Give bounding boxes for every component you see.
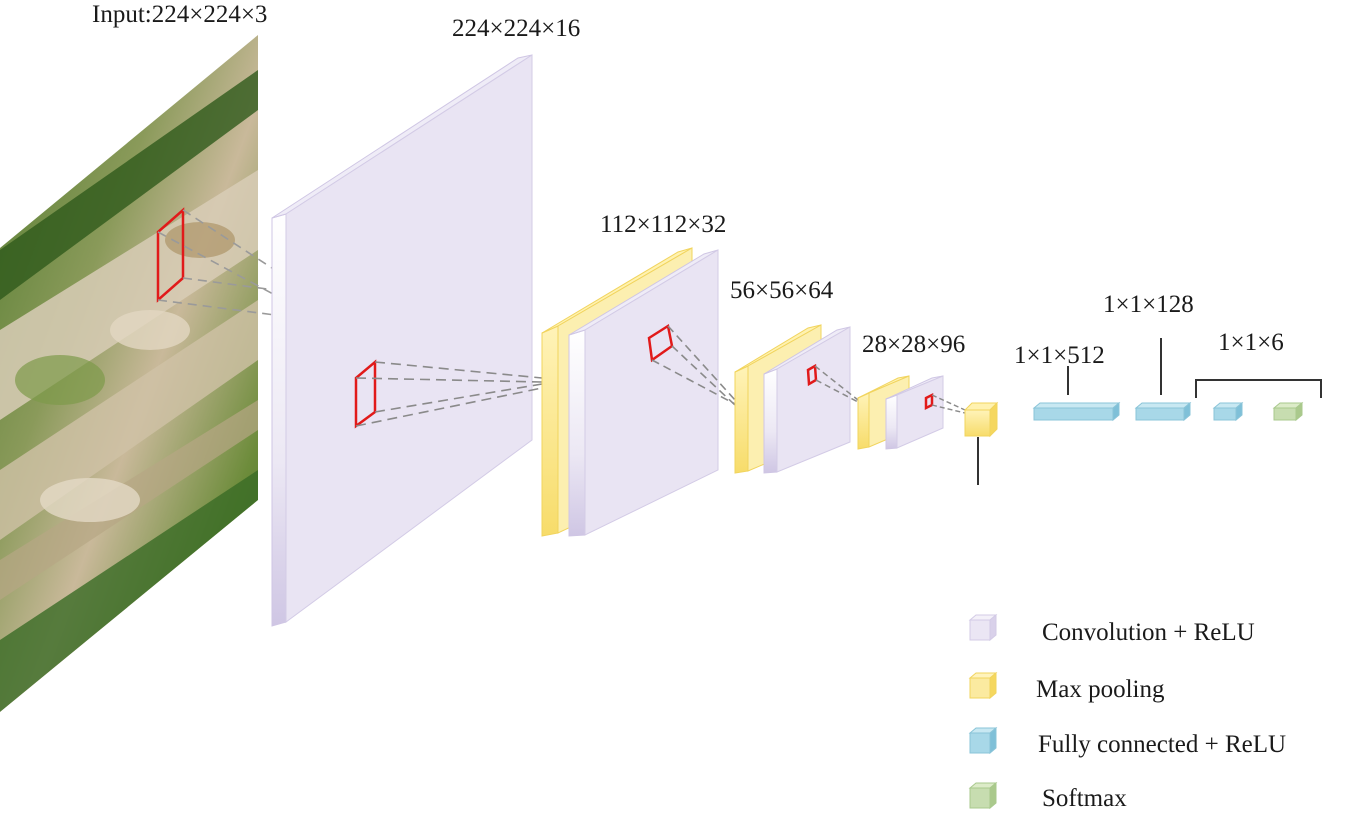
label-block3: 56×56×64 [730, 277, 834, 304]
label-fc2: 1×1×128 [1103, 291, 1194, 318]
softmax-block [1272, 401, 1304, 422]
conv1-layer [271, 54, 533, 627]
label-input: Input:224×224×3 [92, 1, 267, 28]
legend-label-pool: Max pooling [1036, 676, 1165, 703]
legend-swatch-softmax [969, 787, 991, 809]
projection-lines-input [157, 209, 276, 316]
block2-layers [541, 247, 719, 537]
legend-label-softmax: Softmax [1042, 785, 1127, 812]
label-fc1: 1×1×512 [1014, 342, 1105, 369]
fc1-block [1032, 401, 1121, 422]
legend-swatch-pool [969, 677, 991, 699]
label-block4: 28×28×96 [862, 331, 965, 358]
label-block2: 112×112×32 [600, 211, 726, 238]
block3-layers [734, 324, 851, 474]
legend: Convolution + ReLU Max pooling Fully con… [968, 613, 1286, 812]
projection-lines-block4 [931, 394, 966, 414]
leaf-texture [0, 70, 258, 712]
legend-item-pool: Max pooling [968, 671, 1165, 703]
pool5-cube [963, 401, 999, 438]
legend-item-softmax: Softmax [968, 781, 1127, 812]
legend-label-fc: Fully connected + ReLU [1038, 731, 1286, 758]
projection-lines-conv1 [355, 361, 543, 427]
input-image [0, 35, 258, 712]
legend-item-fc: Fully connected + ReLU [968, 726, 1286, 758]
legend-item-conv: Convolution + ReLU [968, 613, 1255, 646]
legend-swatch-fc [969, 732, 991, 754]
legend-label-conv: Convolution + ReLU [1042, 619, 1255, 646]
label-out: 1×1×6 [1218, 329, 1284, 356]
projection-lines-block3 [814, 365, 859, 403]
projection-lines-block2 [651, 325, 736, 406]
output-bracket [1195, 379, 1322, 398]
fc3-block [1212, 401, 1244, 422]
block4-layers [857, 375, 944, 450]
legend-swatch-conv [969, 619, 991, 641]
fc2-block [1134, 401, 1192, 422]
label-conv1: 224×224×16 [452, 15, 580, 42]
